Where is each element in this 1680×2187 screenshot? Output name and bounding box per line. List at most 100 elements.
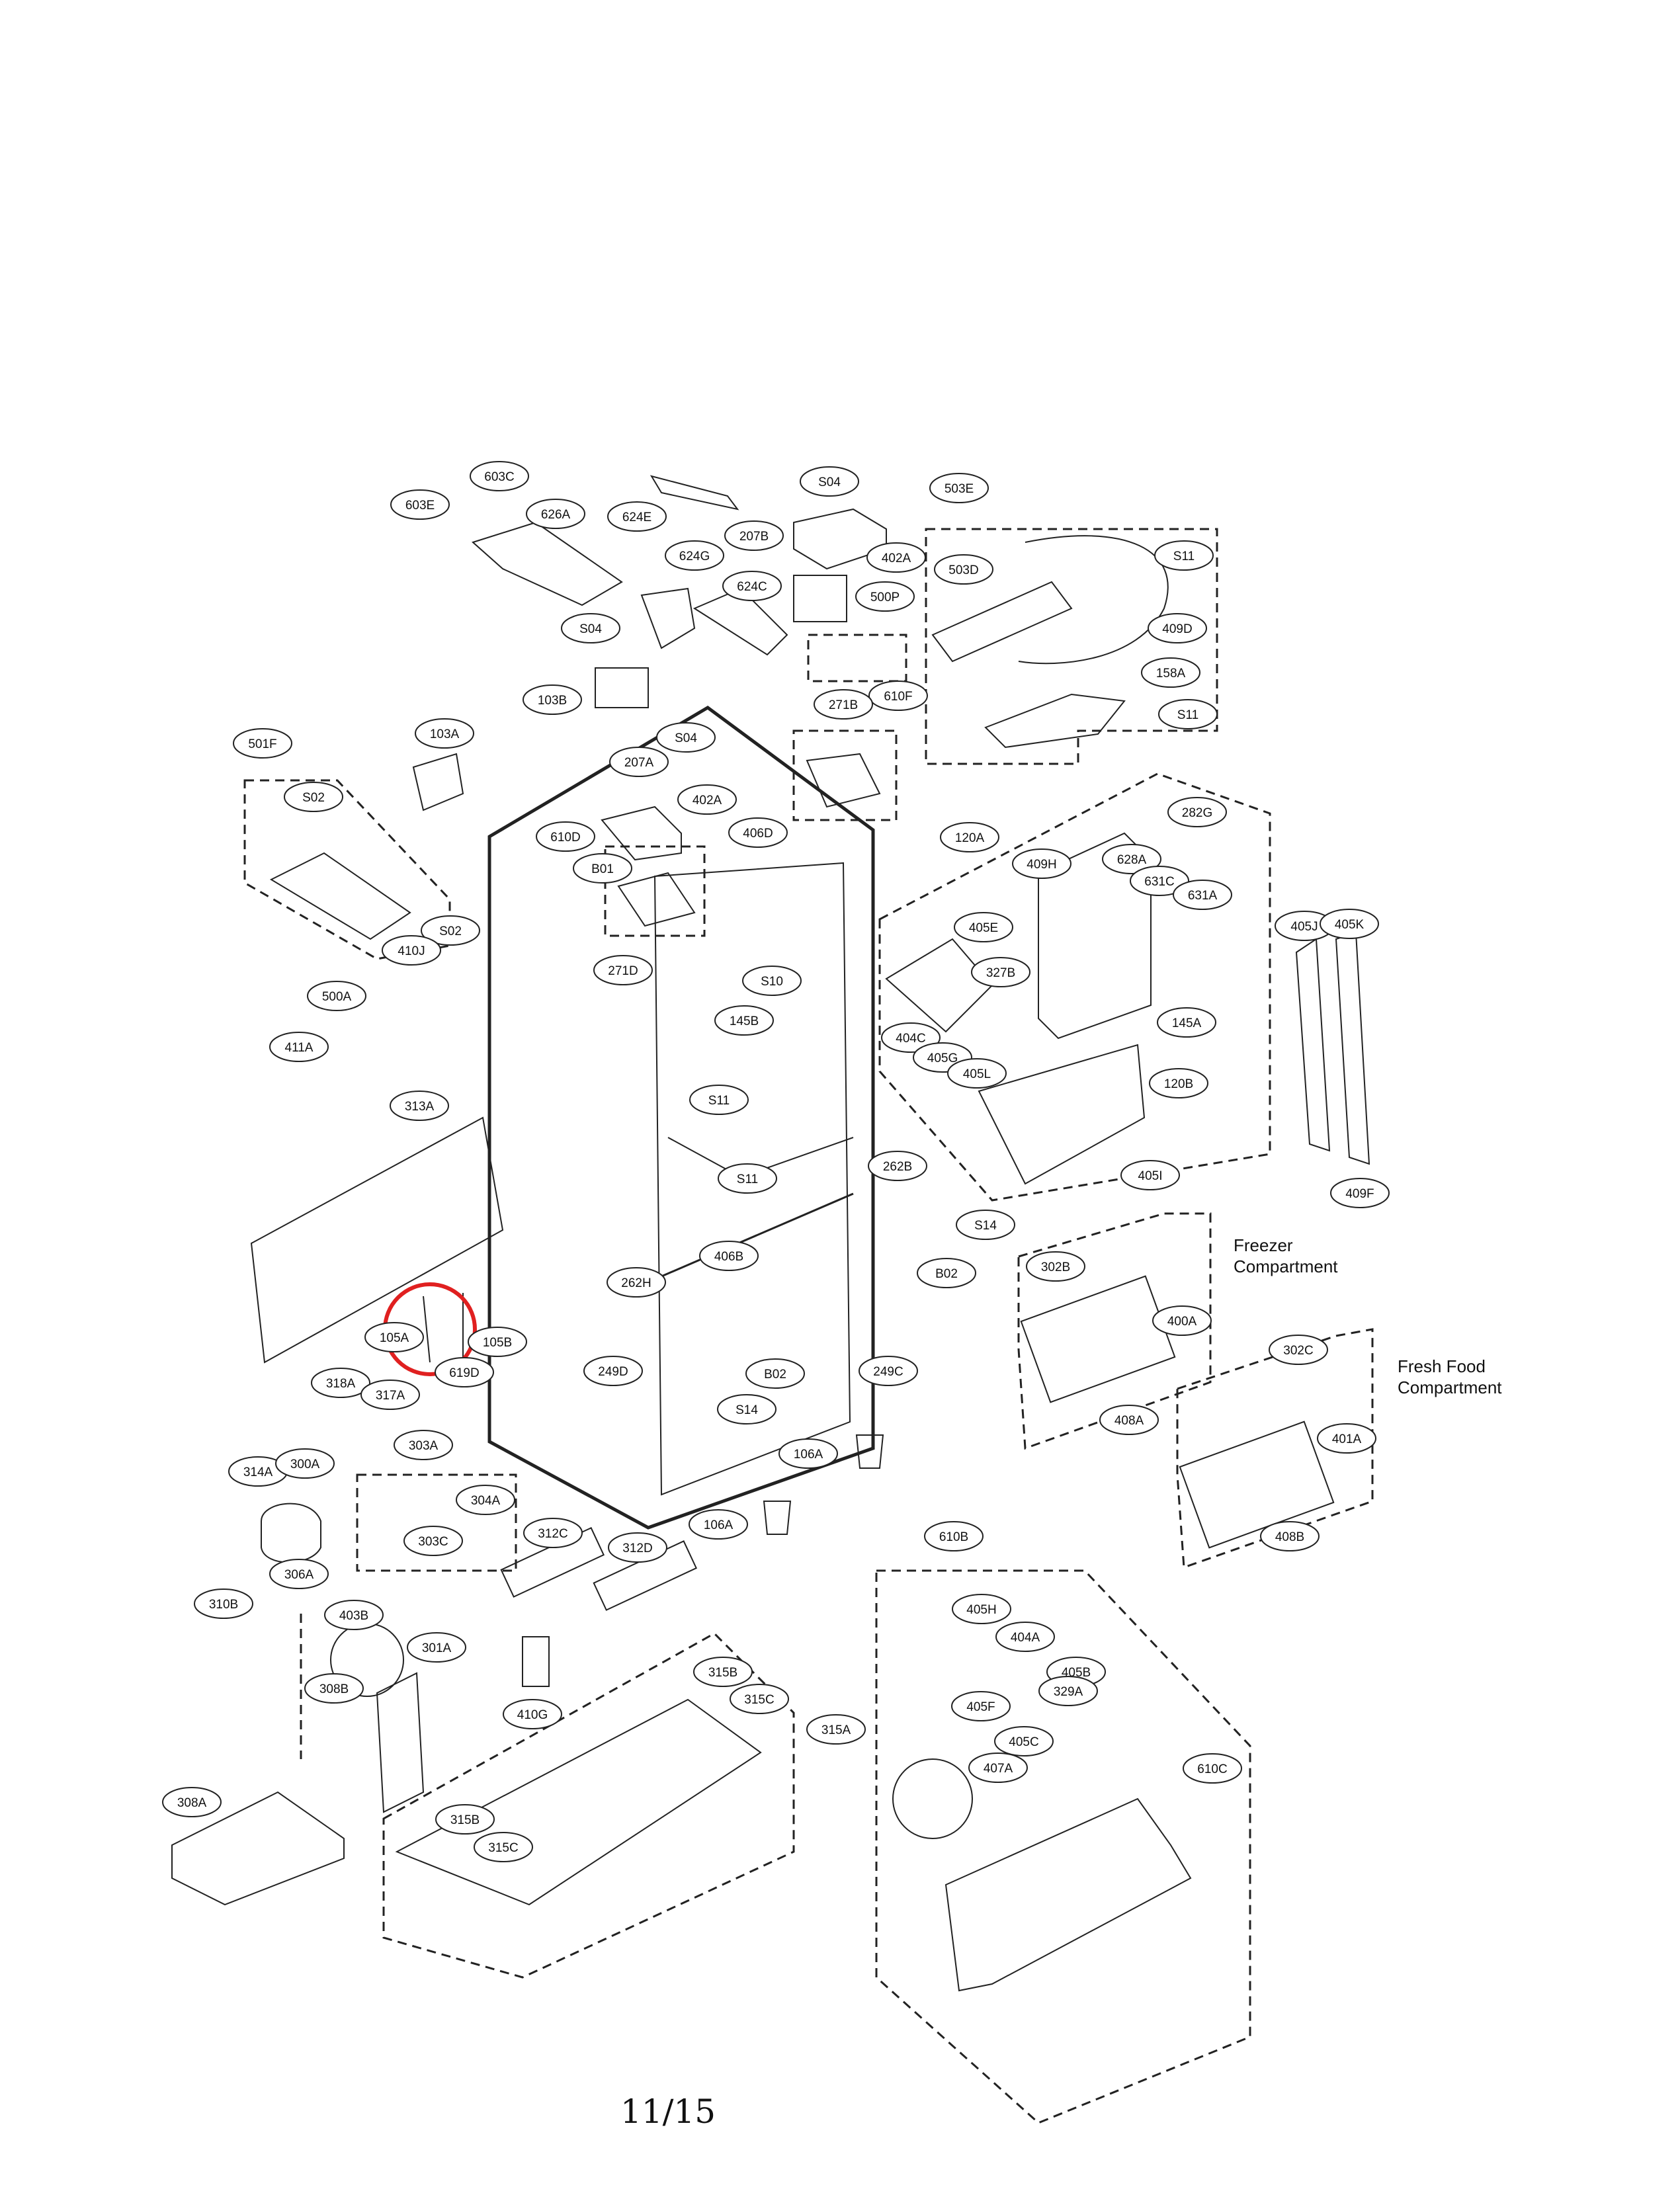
part-label[interactable]: 603C: [470, 461, 529, 491]
part-label[interactable]: 315C: [730, 1684, 789, 1714]
part-label[interactable]: 610F: [868, 681, 928, 711]
part-label[interactable]: 624C: [722, 571, 782, 601]
part-label[interactable]: 401A: [1317, 1423, 1376, 1454]
part-label[interactable]: 403B: [324, 1600, 384, 1630]
part-label[interactable]: 315C: [474, 1832, 533, 1862]
part-label[interactable]: 327B: [971, 957, 1030, 987]
part-label[interactable]: 106A: [778, 1438, 838, 1469]
part-label[interactable]: 405E: [954, 912, 1013, 942]
part-label[interactable]: 103B: [523, 684, 582, 715]
part-label[interactable]: 249D: [583, 1356, 643, 1386]
part-label[interactable]: 409D: [1148, 613, 1207, 643]
part-label[interactable]: 408B: [1260, 1521, 1320, 1551]
part-label[interactable]: 262H: [607, 1267, 666, 1298]
part-label[interactable]: 624G: [665, 540, 724, 571]
part-label[interactable]: S10: [742, 966, 802, 996]
part-label[interactable]: 315A: [806, 1714, 866, 1745]
part-label[interactable]: S04: [800, 466, 859, 497]
part-label[interactable]: 310B: [194, 1589, 253, 1619]
part-label[interactable]: S02: [421, 915, 480, 946]
part-label[interactable]: 207A: [609, 747, 669, 777]
part-label[interactable]: 400A: [1152, 1305, 1212, 1336]
part-label[interactable]: 501F: [233, 728, 292, 759]
part-label[interactable]: 329A: [1038, 1676, 1098, 1706]
part-label[interactable]: 271B: [814, 689, 873, 720]
part-label[interactable]: 303C: [403, 1526, 463, 1556]
part-label[interactable]: 282G: [1167, 797, 1227, 827]
part-label[interactable]: 626A: [526, 499, 585, 529]
part-label[interactable]: 404A: [995, 1622, 1055, 1652]
part-label[interactable]: 631A: [1173, 880, 1232, 910]
part-label[interactable]: 500P: [855, 581, 915, 612]
part-label[interactable]: 105B: [468, 1327, 527, 1357]
part-label[interactable]: 405I: [1120, 1160, 1180, 1190]
part-label[interactable]: 145A: [1157, 1007, 1216, 1038]
part-label[interactable]: 405K: [1320, 909, 1379, 939]
part-label[interactable]: 103A: [415, 718, 474, 749]
part-label[interactable]: 406B: [699, 1241, 759, 1271]
part-label[interactable]: 405C: [994, 1726, 1054, 1756]
part-label[interactable]: 271D: [593, 955, 653, 985]
part-label[interactable]: 306A: [269, 1559, 329, 1589]
part-label[interactable]: 317A: [360, 1380, 420, 1410]
part-label[interactable]: 249C: [859, 1356, 918, 1386]
part-label[interactable]: 312C: [523, 1518, 583, 1548]
part-label[interactable]: 262B: [868, 1151, 927, 1181]
part-label[interactable]: 410J: [382, 935, 441, 966]
part-label[interactable]: 610D: [536, 821, 595, 852]
part-label[interactable]: 145B: [714, 1005, 774, 1036]
part-label[interactable]: 411A: [269, 1032, 329, 1062]
part-label[interactable]: 503D: [934, 554, 993, 585]
part-label[interactable]: 628A: [1102, 844, 1161, 874]
part-label[interactable]: 631C: [1130, 866, 1189, 896]
part-label[interactable]: 304A: [456, 1485, 515, 1515]
part-label[interactable]: S11: [1158, 699, 1218, 729]
part-label[interactable]: S04: [561, 613, 620, 643]
part-label[interactable]: 610C: [1183, 1753, 1242, 1784]
part-label[interactable]: 301A: [407, 1632, 466, 1663]
part-label[interactable]: 302B: [1026, 1251, 1085, 1282]
part-label[interactable]: 406D: [728, 817, 788, 848]
part-label[interactable]: 315B: [435, 1804, 495, 1835]
part-label[interactable]: 314A: [228, 1456, 288, 1487]
part-label[interactable]: 603E: [390, 489, 450, 520]
part-label[interactable]: S11: [718, 1163, 777, 1194]
part-label[interactable]: 308B: [304, 1673, 364, 1704]
part-label[interactable]: 312D: [608, 1532, 667, 1563]
part-label[interactable]: 404C: [881, 1022, 941, 1053]
part-label[interactable]: S14: [717, 1394, 777, 1424]
part-label[interactable]: 315B: [693, 1657, 753, 1687]
part-label[interactable]: 120A: [940, 822, 999, 852]
part-label[interactable]: 624E: [607, 501, 667, 532]
part-label[interactable]: 503E: [929, 473, 989, 503]
part-label[interactable]: S14: [956, 1210, 1015, 1240]
part-label[interactable]: 105A: [364, 1322, 424, 1352]
part-label[interactable]: S11: [689, 1085, 749, 1115]
part-label[interactable]: S02: [284, 782, 343, 812]
part-label[interactable]: 158A: [1141, 657, 1200, 688]
part-label[interactable]: 610B: [924, 1521, 984, 1551]
part-label[interactable]: 207B: [724, 520, 784, 551]
part-label[interactable]: 303A: [394, 1430, 453, 1460]
part-label[interactable]: 410G: [503, 1699, 562, 1729]
part-label[interactable]: 409H: [1012, 848, 1071, 879]
part-label[interactable]: 313A: [390, 1091, 449, 1121]
part-label[interactable]: 409F: [1330, 1178, 1390, 1208]
part-label[interactable]: 407A: [968, 1753, 1028, 1783]
part-label[interactable]: 408A: [1099, 1405, 1159, 1435]
part-label[interactable]: 405J: [1275, 911, 1334, 941]
part-label[interactable]: 500A: [307, 981, 366, 1011]
part-label[interactable]: 308A: [162, 1787, 222, 1817]
part-label[interactable]: 402A: [677, 784, 737, 815]
part-label[interactable]: 302C: [1269, 1335, 1328, 1365]
part-label[interactable]: 402A: [866, 542, 926, 573]
part-label[interactable]: 300A: [275, 1448, 335, 1479]
part-label[interactable]: 405L: [947, 1058, 1007, 1089]
part-label[interactable]: B02: [917, 1258, 976, 1288]
part-label[interactable]: 619D: [435, 1357, 494, 1387]
part-label[interactable]: B01: [573, 853, 632, 884]
part-label[interactable]: 405F: [951, 1691, 1011, 1721]
part-label[interactable]: 120B: [1149, 1068, 1208, 1098]
part-label[interactable]: S04: [656, 722, 716, 753]
part-label[interactable]: S11: [1154, 540, 1214, 571]
